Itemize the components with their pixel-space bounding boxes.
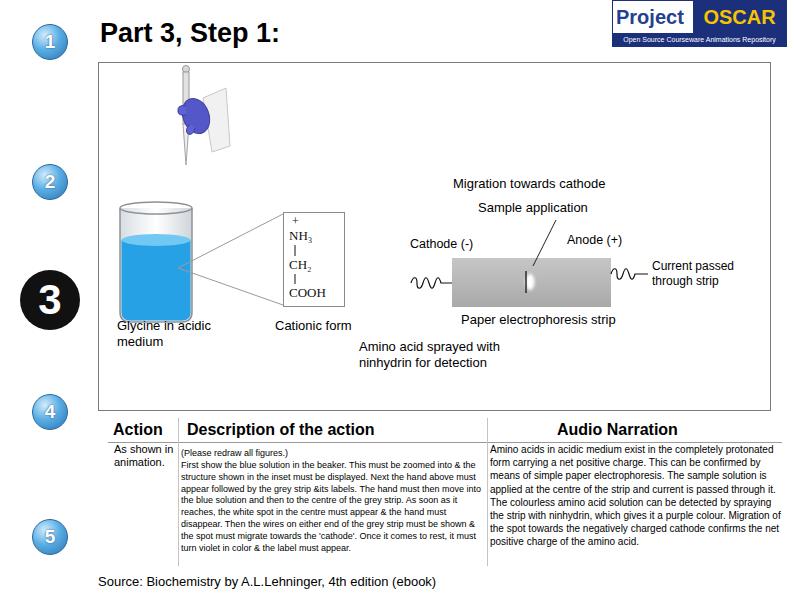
table-rule bbox=[487, 418, 488, 566]
logo-word: Project bbox=[616, 5, 684, 29]
step-number: 5 bbox=[33, 520, 67, 554]
gloved-hand bbox=[178, 95, 215, 138]
chemical-bond bbox=[295, 274, 296, 284]
step-number-circle: 4 bbox=[32, 394, 68, 430]
step-number-circle: 3 bbox=[20, 270, 80, 330]
step-number-circle: 5 bbox=[32, 519, 68, 555]
hand-with-pipette bbox=[178, 66, 230, 166]
slide-title: Part 3, Step 1: bbox=[100, 17, 280, 49]
beaker bbox=[120, 202, 192, 322]
figure-label: Sample application bbox=[478, 200, 588, 216]
table-header: Description of the action bbox=[187, 420, 375, 440]
figure-label: Glycine in acidic medium bbox=[117, 318, 217, 350]
electrode-label: Anode (+) bbox=[567, 233, 622, 248]
step-number: 4 bbox=[33, 395, 67, 429]
electrode-label: Cathode (-) bbox=[410, 237, 473, 252]
beaker-rim bbox=[120, 202, 192, 214]
table-rule bbox=[108, 442, 782, 443]
zoom-line bbox=[178, 214, 283, 268]
sample-spot bbox=[526, 274, 535, 290]
glove-thumb bbox=[178, 106, 186, 116]
paper-strip bbox=[452, 258, 611, 307]
animation-frame bbox=[99, 63, 771, 411]
glove-finger bbox=[186, 124, 195, 134]
table-cell: First show the blue solution in the beak… bbox=[181, 460, 484, 554]
solution-surface bbox=[122, 234, 191, 246]
figure-label: Current passed through strip bbox=[652, 259, 764, 289]
table-header: Audio Narration bbox=[557, 420, 678, 440]
blue-solution bbox=[122, 240, 191, 321]
step-number: 3 bbox=[20, 270, 80, 330]
application-mark bbox=[525, 271, 527, 293]
chemical-bond bbox=[295, 245, 296, 256]
zoom-line bbox=[178, 268, 283, 305]
table-rule bbox=[178, 418, 179, 566]
figure-label: Paper electrophoresis strip bbox=[461, 312, 616, 328]
step-number: 2 bbox=[33, 165, 67, 199]
figure-label: Migration towards cathode bbox=[453, 176, 605, 192]
leader-line bbox=[533, 220, 556, 266]
structure-inset: +NH₃ CH₂ COOH bbox=[283, 212, 345, 307]
table-cell: (Please redraw all figures.) bbox=[181, 448, 484, 460]
project-logo: Project OSCAR Open Source Courseware Anima… bbox=[612, 0, 787, 47]
table-cell: Amino acids in acidic medium exist in th… bbox=[490, 443, 782, 549]
chemical-formula: CH₂ bbox=[289, 257, 312, 273]
beaker-glass bbox=[120, 208, 192, 322]
table-header: Action bbox=[113, 420, 163, 440]
step-number-circle: 1 bbox=[32, 24, 68, 60]
chemical-formula: COOH bbox=[289, 285, 326, 301]
chemical-formula: + bbox=[292, 215, 299, 227]
cathode-wire bbox=[411, 278, 452, 289]
logo-subtitle: Open Source Courseware Animations Reposi… bbox=[613, 33, 786, 46]
source-caption: Source: Biochemistry by A.L.Lehninger, 4… bbox=[98, 574, 436, 590]
anode-wire bbox=[611, 269, 648, 280]
figure-label: Amino acid sprayed with ninhydrin for de… bbox=[359, 339, 529, 371]
step-number-circle: 2 bbox=[32, 164, 68, 200]
pipette-plunger bbox=[183, 66, 190, 73]
chemical-formula: NH₃ bbox=[289, 228, 312, 244]
logo-word: OSCAR bbox=[693, 5, 786, 29]
step-number: 1 bbox=[33, 25, 67, 59]
table-cell: As shown in animation. bbox=[114, 443, 174, 468]
figure-label: Cationic form bbox=[275, 318, 352, 334]
